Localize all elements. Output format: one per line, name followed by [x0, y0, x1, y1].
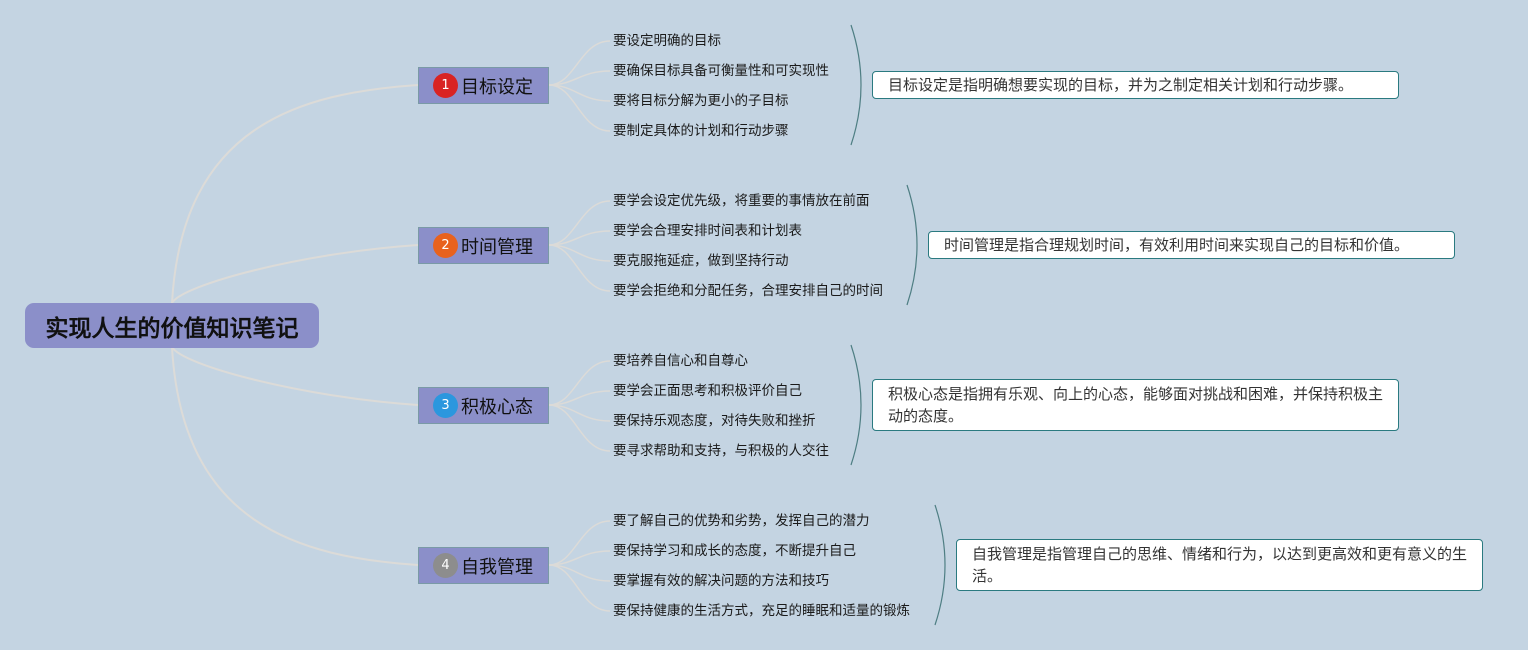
- summary-bracket: [906, 184, 918, 306]
- branch-time-management[interactable]: 2 时间管理: [418, 227, 549, 264]
- summary-note[interactable]: 目标设定是指明确想要实现的目标，并为之制定相关计划和行动步骤。: [872, 71, 1399, 99]
- leaf-topic[interactable]: 要培养自信心和自尊心: [613, 353, 748, 369]
- branch-self-management[interactable]: 4 自我管理: [418, 547, 549, 584]
- summary-bracket: [850, 24, 862, 146]
- leaf-connector: [548, 520, 611, 566]
- summary-bracket: [934, 504, 946, 626]
- summary-note[interactable]: 积极心态是指拥有乐观、向上的心态，能够面对挑战和困难，并保持积极主动的态度。: [872, 379, 1399, 431]
- leaf-connector: [548, 244, 611, 292]
- leaf-topic[interactable]: 要保持学习和成长的态度，不断提升自己: [613, 543, 856, 559]
- summary-text: 自我管理是指管理自己的思维、情绪和行为，以达到更高效和更有意义的生活。: [972, 545, 1468, 585]
- leaf-connector: [548, 84, 611, 132]
- leaf-connector: [548, 404, 611, 452]
- branch-label: 积极心态: [461, 396, 533, 418]
- leaf-connector: [548, 40, 611, 86]
- branch-label: 时间管理: [461, 236, 533, 258]
- leaf-topic[interactable]: 要确保目标具备可衡量性和可实现性: [613, 63, 829, 79]
- leaf-topic[interactable]: 要寻求帮助和支持，与积极的人交往: [613, 443, 829, 459]
- leaf-connector: [548, 200, 611, 246]
- root-connector: [171, 346, 419, 406]
- branch-label: 目标设定: [461, 76, 533, 98]
- leaf-topic[interactable]: 要掌握有效的解决问题的方法和技巧: [613, 573, 829, 589]
- leaf-topic[interactable]: 要学会合理安排时间表和计划表: [613, 223, 802, 239]
- summary-text: 目标设定是指明确想要实现的目标，并为之制定相关计划和行动步骤。: [888, 76, 1354, 94]
- root-connector: [171, 84, 419, 304]
- number-badge-icon: 1: [433, 73, 458, 98]
- leaf-topic[interactable]: 要学会设定优先级，将重要的事情放在前面: [613, 193, 870, 209]
- number-badge-icon: 3: [433, 393, 458, 418]
- leaf-topic[interactable]: 要了解自己的优势和劣势，发挥自己的潜力: [613, 513, 870, 529]
- root-topic-label: 实现人生的价值知识笔记: [45, 315, 299, 342]
- root-topic[interactable]: 实现人生的价值知识笔记: [25, 303, 319, 348]
- leaf-connector: [548, 360, 611, 406]
- leaf-connector: [548, 70, 611, 86]
- root-connector: [171, 346, 419, 566]
- branch-positive-mindset[interactable]: 3 积极心态: [418, 387, 549, 424]
- root-connector: [171, 244, 419, 304]
- leaf-topic[interactable]: 要学会正面思考和积极评价自己: [613, 383, 802, 399]
- branch-goal-setting[interactable]: 1 目标设定: [418, 67, 549, 104]
- leaf-connector: [548, 564, 611, 612]
- leaf-topic[interactable]: 要制定具体的计划和行动步骤: [613, 123, 789, 139]
- leaf-topic[interactable]: 要设定明确的目标: [613, 33, 721, 49]
- leaf-topic[interactable]: 要保持乐观态度，对待失败和挫折: [613, 413, 816, 429]
- branch-label: 自我管理: [461, 556, 533, 578]
- leaf-connector: [548, 230, 611, 246]
- leaf-topic[interactable]: 要克服拖延症，做到坚持行动: [613, 253, 789, 269]
- summary-text: 时间管理是指合理规划时间，有效利用时间来实现自己的目标和价值。: [944, 236, 1410, 254]
- leaf-topic[interactable]: 要将目标分解为更小的子目标: [613, 93, 789, 109]
- summary-note[interactable]: 时间管理是指合理规划时间，有效利用时间来实现自己的目标和价值。: [928, 231, 1455, 259]
- leaf-connector: [548, 390, 611, 406]
- summary-note[interactable]: 自我管理是指管理自己的思维、情绪和行为，以达到更高效和更有意义的生活。: [956, 539, 1483, 591]
- leaf-topic[interactable]: 要学会拒绝和分配任务，合理安排自己的时间: [613, 283, 883, 299]
- leaf-connector: [548, 550, 611, 566]
- number-badge-icon: 2: [433, 233, 458, 258]
- leaf-topic[interactable]: 要保持健康的生活方式，充足的睡眠和适量的锻炼: [613, 603, 910, 619]
- number-badge-icon: 4: [433, 553, 458, 578]
- summary-text: 积极心态是指拥有乐观、向上的心态，能够面对挑战和困难，并保持积极主动的态度。: [888, 385, 1384, 425]
- summary-bracket: [850, 344, 862, 466]
